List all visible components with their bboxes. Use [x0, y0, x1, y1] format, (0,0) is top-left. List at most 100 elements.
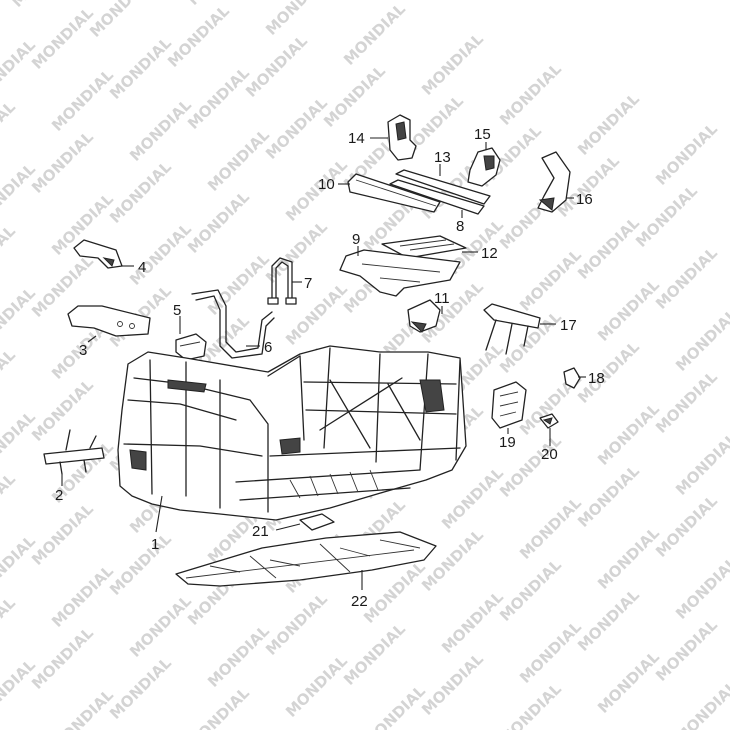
watermark-text: MONDIAL	[262, 590, 331, 659]
watermark-text: MONDIAL	[48, 562, 117, 631]
part-18-cap	[563, 367, 581, 389]
watermark-text: MONDIAL	[418, 650, 487, 719]
part-12-plate	[381, 235, 467, 259]
watermark-text: MONDIAL	[438, 464, 507, 533]
callout-14: 14	[348, 130, 365, 147]
watermark-text: MONDIAL	[672, 678, 730, 730]
watermark-text: MONDIAL	[0, 98, 19, 167]
watermark-text: MONDIAL	[418, 30, 487, 99]
callout-4: 4	[138, 259, 146, 276]
part-16-guard	[537, 151, 571, 213]
part-21-plate	[299, 513, 335, 531]
callout-18: 18	[588, 370, 605, 387]
watermark-text: MONDIAL	[594, 648, 663, 717]
watermark-text: MONDIAL	[282, 156, 351, 225]
callout-9: 9	[352, 231, 360, 248]
watermark-text: MONDIAL	[574, 214, 643, 283]
watermark-text: MONDIAL	[574, 338, 643, 407]
watermark-text: MONDIAL	[516, 246, 585, 315]
watermark-text: MONDIAL	[594, 400, 663, 469]
callout-1: 1	[151, 536, 159, 553]
watermark-text: MONDIAL	[126, 592, 195, 661]
callout-13: 13	[434, 149, 451, 166]
watermark-text: MONDIAL	[204, 622, 273, 691]
watermark-text: MONDIAL	[652, 368, 721, 437]
callout-12: 12	[481, 245, 498, 262]
watermark-text: MONDIAL	[496, 556, 565, 625]
watermark-text: MONDIAL	[262, 94, 331, 163]
watermark-text: MONDIAL	[106, 34, 175, 103]
callout-7: 7	[304, 275, 312, 292]
part-1-main-frame	[117, 345, 467, 521]
watermark-text: MONDIAL	[28, 4, 97, 73]
watermark-text: MONDIAL	[438, 588, 507, 657]
watermark-text: MONDIAL	[340, 620, 409, 689]
watermark-text: MONDIAL	[0, 470, 19, 539]
watermark-text: MONDIAL	[0, 346, 19, 415]
watermark-text: MONDIAL	[164, 2, 233, 71]
watermark-text: MONDIAL	[184, 684, 253, 730]
callout-10: 10	[318, 176, 335, 193]
watermark-text: MONDIAL	[28, 376, 97, 445]
part-20-clip	[539, 413, 559, 429]
watermark-text: MONDIAL	[418, 526, 487, 595]
watermark-text: MONDIAL	[8, 0, 77, 11]
watermark-text: MONDIAL	[204, 250, 273, 319]
watermark-text: MONDIAL	[184, 188, 253, 257]
watermark-text: MONDIAL	[632, 182, 701, 251]
callout-20: 20	[541, 446, 558, 463]
callout-8: 8	[456, 218, 464, 235]
part-15-mount	[467, 147, 501, 187]
part-4-bracket	[73, 239, 123, 269]
watermark-text: MONDIAL	[282, 652, 351, 721]
watermark-text: MONDIAL	[496, 60, 565, 129]
watermark-text: MONDIAL	[0, 408, 39, 477]
callout-labels: 1 2 3 4 5 6 7 8 9 10 11 12 13 14 15 16 1…	[55, 126, 605, 610]
watermark-text: MONDIAL	[106, 654, 175, 723]
watermark-text: MONDIAL	[106, 158, 175, 227]
watermark-text: MONDIAL	[48, 686, 117, 730]
watermark-text: MONDIAL	[0, 656, 39, 725]
part-22-skid-plate	[175, 531, 437, 587]
watermark-text: MONDIAL	[242, 32, 311, 101]
part-10-bar	[347, 173, 441, 213]
watermark-text: MONDIAL	[126, 96, 195, 165]
callout-3: 3	[79, 342, 87, 359]
part-13-rail	[389, 169, 491, 215]
watermark-text: MONDIAL	[652, 120, 721, 189]
watermark-text: MONDIAL	[652, 244, 721, 313]
part-11-cover	[407, 299, 441, 333]
callout-6: 6	[264, 339, 272, 356]
watermark-text: MONDIAL	[652, 492, 721, 561]
watermark-text: MONDIAL	[0, 36, 39, 105]
watermark-text: MONDIAL	[496, 680, 565, 730]
callout-16: 16	[576, 191, 593, 208]
part-2-bracket	[43, 429, 105, 475]
watermark-text: MONDIAL	[574, 462, 643, 531]
watermark-text: MONDIAL	[204, 126, 273, 195]
watermark-text: MONDIAL	[672, 306, 730, 375]
watermark-text: MONDIAL	[574, 90, 643, 159]
watermark-text: MONDIAL	[0, 532, 39, 601]
part-17-bracket	[483, 303, 541, 355]
part-7-hoop	[267, 257, 297, 305]
callout-22: 22	[351, 593, 368, 610]
callout-2: 2	[55, 487, 63, 504]
watermark-text: MONDIAL	[672, 554, 730, 623]
part-5-block	[175, 333, 207, 361]
part-19-shield	[491, 381, 527, 429]
watermark-text: MONDIAL	[106, 530, 175, 599]
watermark-text: MONDIAL	[340, 0, 409, 69]
watermark-text: MONDIAL	[28, 128, 97, 197]
watermark-text: MONDIAL	[574, 586, 643, 655]
callout-19: 19	[499, 434, 516, 451]
callout-17: 17	[560, 317, 577, 334]
watermark-text: MONDIAL	[28, 624, 97, 693]
callout-21: 21	[252, 523, 269, 540]
part-14-bracket	[387, 114, 417, 161]
watermark-text: MONDIAL	[594, 524, 663, 593]
watermark-text: MONDIAL	[0, 594, 19, 663]
watermark-text: MONDIAL	[184, 64, 253, 133]
watermark-text: MONDIAL	[652, 616, 721, 685]
